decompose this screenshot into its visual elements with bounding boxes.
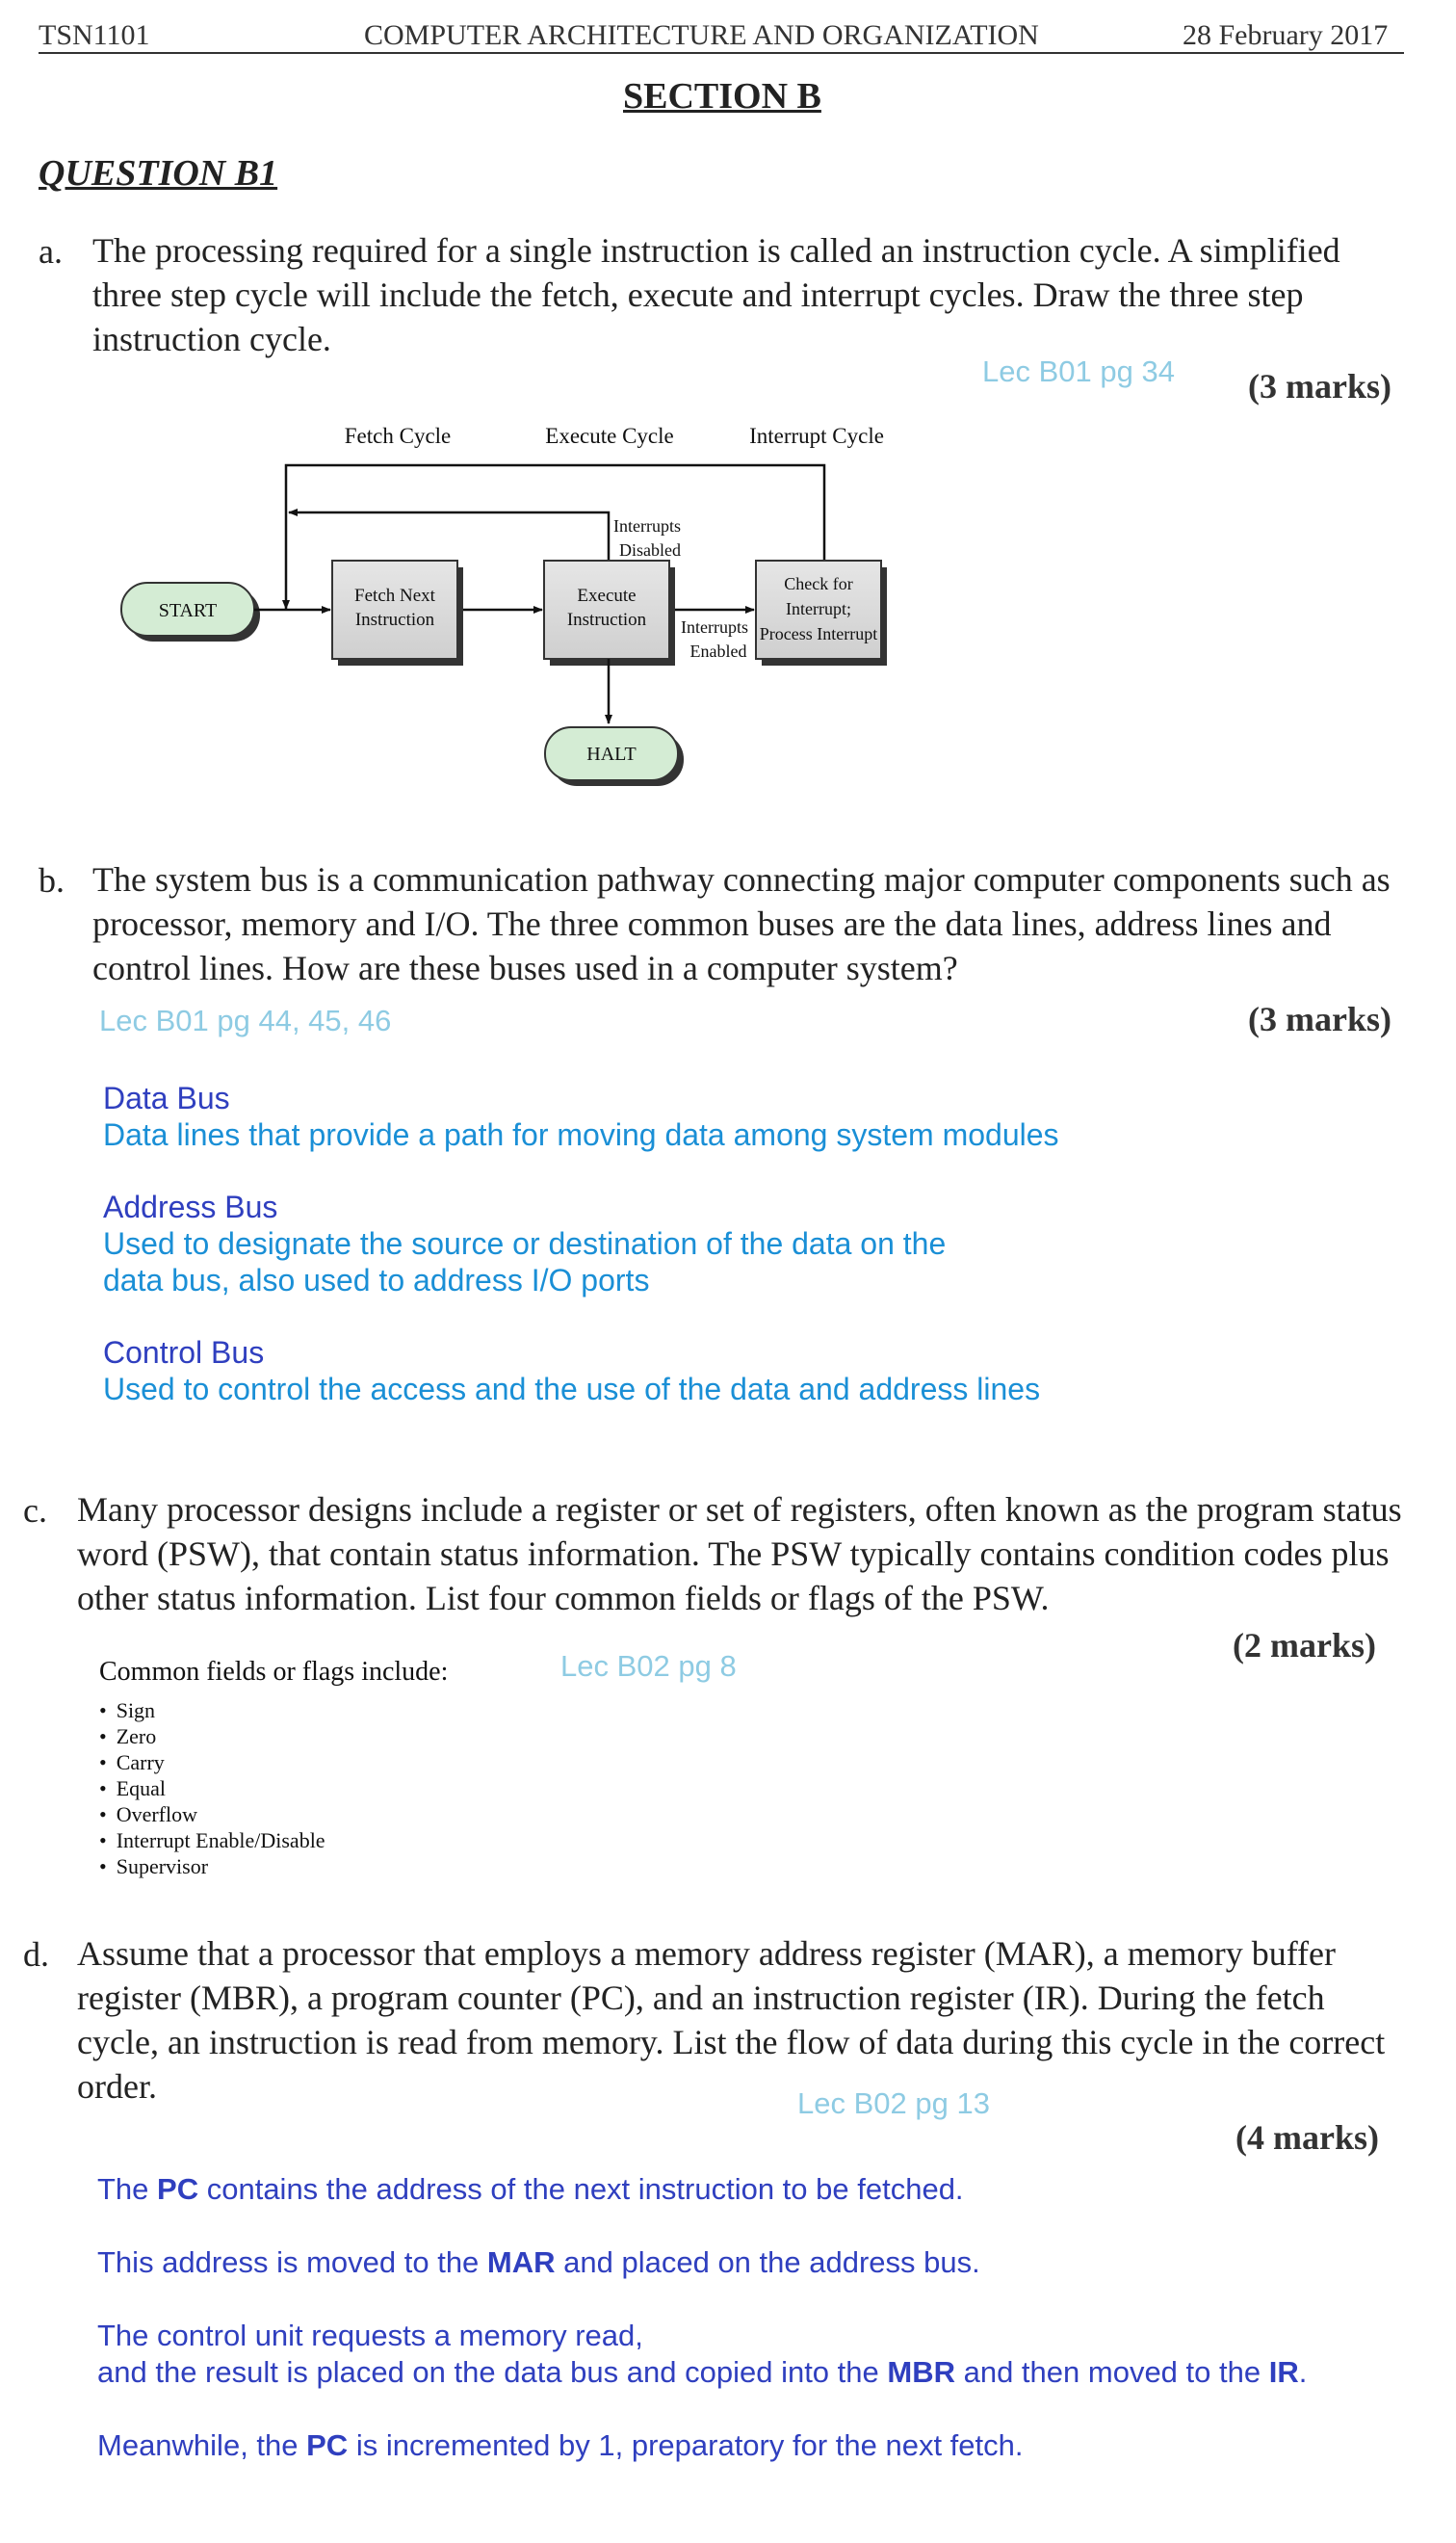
part-a-letter: a.	[39, 232, 63, 271]
step-1: The PC contains the address of the next …	[97, 2172, 964, 2206]
fetch-next-instruction-box	[331, 560, 458, 660]
list-item: Interrupt Enable/Disable	[99, 1827, 325, 1853]
interrupts-disabled-label-2: Disabled	[619, 540, 681, 560]
list-item: Overflow	[99, 1801, 325, 1827]
psw-flags-list: Sign Zero Carry Equal Overflow Interrupt…	[99, 1697, 325, 1879]
step-2: This address is moved to the MAR and pla…	[97, 2245, 980, 2279]
part-c-marks: (2 marks)	[1233, 1626, 1376, 1665]
list-item: Supervisor	[99, 1853, 325, 1879]
data-bus-description: Data lines that provide a path for movin…	[103, 1117, 1059, 1152]
course-code: TSN1101	[39, 19, 150, 51]
execute-instruction-box	[543, 560, 670, 660]
list-item: Equal	[99, 1775, 325, 1801]
list-item: Sign	[99, 1697, 325, 1723]
step-4: Meanwhile, the PC is incremented by 1, p…	[97, 2428, 1024, 2462]
part-b-letter: b.	[39, 861, 65, 900]
part-c-letter: c.	[23, 1491, 47, 1530]
execute-box-line1: Execute	[577, 586, 636, 606]
section-title: SECTION B	[623, 76, 821, 117]
interrupt-cycle-label: Interrupt Cycle	[749, 424, 884, 448]
part-d-letter: d.	[23, 1935, 49, 1974]
part-d-ref: Lec B02 pg 13	[797, 2086, 990, 2120]
part-d-question: Assume that a processor that employs a m…	[77, 1934, 1386, 2106]
interrupts-enabled-label-1: Interrupts	[681, 617, 748, 637]
part-b-ref: Lec B01 pg 44, 45, 46	[99, 1004, 392, 1037]
mar-register: MAR	[486, 2245, 556, 2279]
list-item: Zero	[99, 1723, 325, 1749]
fetch-cycle-label: Fetch Cycle	[345, 424, 452, 448]
pc-register: PC	[157, 2172, 199, 2206]
course-title: COMPUTER ARCHITECTURE AND ORGANIZATION	[364, 19, 1039, 51]
list-item: Carry	[99, 1749, 325, 1775]
control-bus-description: Used to control the access and the use o…	[103, 1372, 1041, 1406]
ir-register: IR	[1268, 2355, 1299, 2389]
check-interrupt-box	[755, 560, 882, 660]
step-3-line1: The control unit requests a memory read,	[97, 2319, 643, 2352]
execute-cycle-label: Execute Cycle	[545, 424, 673, 448]
flags-heading: Common fields or flags include:	[99, 1657, 449, 1687]
part-c-question: Many processor designs include a registe…	[77, 1490, 1402, 1617]
halt-label: HALT	[586, 744, 636, 765]
part-c-ref: Lec B02 pg 8	[560, 1649, 737, 1683]
exam-date: 28 February 2017	[1183, 19, 1389, 51]
interrupts-enabled-label-2: Enabled	[690, 642, 747, 661]
interrupt-return-arrow	[282, 463, 826, 610]
interrupts-disabled-arrow	[288, 509, 611, 561]
question-title: QUESTION B1	[39, 153, 278, 194]
part-d-marks: (4 marks)	[1235, 2118, 1379, 2157]
mbr-register: MBR	[887, 2355, 955, 2389]
check-box-line1: Check for	[784, 574, 852, 593]
address-bus-heading: Address Bus	[103, 1190, 278, 1224]
check-box-line3: Process Interrupt	[760, 624, 877, 643]
check-box-line2: Interrupt;	[786, 599, 851, 618]
data-bus-heading: Data Bus	[103, 1081, 230, 1115]
part-b-answers: Data Bus Data lines that provide a path …	[103, 1081, 1066, 1407]
fetch-box-line1: Fetch Next	[354, 586, 436, 606]
instruction-cycle-diagram: Fetch Cycle Execute Cycle Interrupt Cycl…	[120, 424, 887, 786]
fetch-box-line2: Instruction	[355, 610, 435, 630]
control-bus-heading: Control Bus	[103, 1335, 265, 1370]
pc-register: PC	[306, 2428, 349, 2462]
header-rule	[39, 52, 1404, 54]
part-a-marks: (3 marks)	[1248, 367, 1391, 406]
part-a-question: The processing required for a single ins…	[92, 231, 1340, 358]
halt-terminal	[544, 726, 679, 781]
address-bus-description: Used to designate the source or destinat…	[103, 1226, 947, 1298]
start-label: START	[159, 600, 218, 621]
part-b-question: The system bus is a communication pathwa…	[92, 860, 1391, 987]
execute-box-line2: Instruction	[567, 610, 647, 630]
fetch-cycle-steps: The PC contains the address of the next …	[97, 2171, 1426, 2464]
interrupts-disabled-label-1: Interrupts	[613, 516, 681, 536]
part-a-ref: Lec B01 pg 34	[982, 354, 1175, 388]
step-3-line2: and the result is placed on the data bus…	[97, 2355, 1308, 2389]
part-b-marks: (3 marks)	[1248, 1000, 1391, 1038]
